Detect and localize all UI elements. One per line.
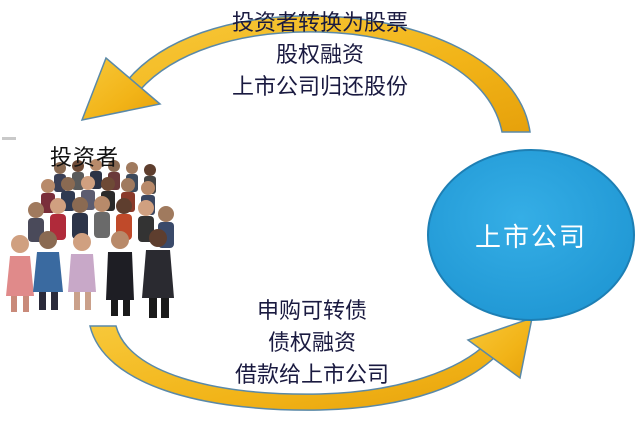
top-curved-arrow <box>80 15 531 133</box>
bottom-flow-line-1: 申购可转债 <box>256 299 367 324</box>
bottom-flow-line-3: 借款给上市公司 <box>234 363 389 388</box>
investor-crowd-image <box>6 159 174 318</box>
bottom-flow-text: 申购可转债 债权融资 借款给上市公司 <box>212 296 412 392</box>
bottom-curved-arrow <box>89 316 533 411</box>
top-arrow-head <box>80 56 162 122</box>
bottom-arrow-head <box>466 316 533 380</box>
bottom-flow-line-2: 债权融资 <box>267 331 356 356</box>
crowd-front-row <box>6 229 174 318</box>
image-artifact-mark <box>2 137 16 140</box>
top-flow-line-2: 股权融资 <box>275 43 364 68</box>
investor-label: 投资者 <box>50 146 120 171</box>
top-flow-line-1: 投资者转换为股票 <box>231 11 408 36</box>
top-flow-line-3: 上市公司归还股份 <box>231 75 408 100</box>
company-label: 上市公司 <box>474 222 587 253</box>
company-circle <box>427 149 635 321</box>
top-flow-text: 投资者转换为股票 股权融资 上市公司归还股份 <box>200 8 440 104</box>
